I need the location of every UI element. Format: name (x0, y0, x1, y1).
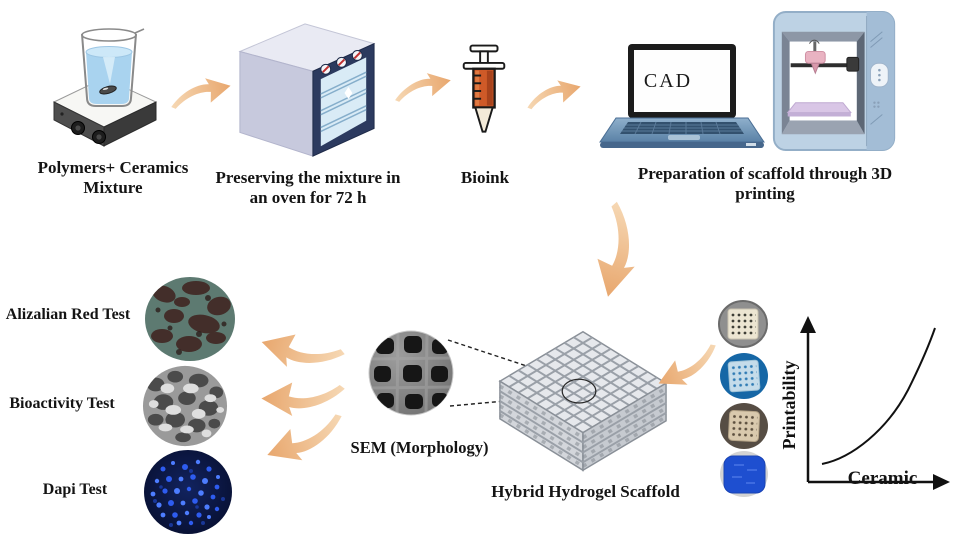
test-label-dapi: Dapi Test (42, 481, 108, 498)
magnifier-ellipse (561, 378, 597, 404)
test-label-alizarin: Alizalian Red Test (5, 306, 131, 323)
oven-knobs-icon (320, 50, 363, 75)
beaker-icon (81, 28, 145, 107)
printer-icon (772, 11, 896, 151)
flow-arrow-3-icon (520, 68, 587, 120)
sem-label: SEM (Morphology) (350, 438, 489, 457)
oven-icon (238, 23, 376, 157)
scaffold-photo-2 (720, 353, 768, 399)
test-image-dapi (144, 450, 232, 534)
test-image-bioactivity (142, 365, 228, 447)
sem-image (368, 330, 454, 416)
printability-graph (800, 316, 950, 490)
test-label-bioactivity: Bioactivity Test (9, 395, 115, 412)
scaffold-label: Hybrid Hydrogel Scaffold (491, 482, 680, 501)
scaffold-illustration (498, 330, 668, 472)
laptop-icon (599, 44, 765, 148)
flow-arrow-1-icon (165, 67, 237, 120)
syringe-icon (462, 44, 506, 133)
cad-screen-label: CAD (643, 70, 693, 92)
printability-curve (821, 327, 936, 465)
printability-axis-label: Printability (779, 360, 799, 450)
test-image-alizarin (145, 277, 235, 361)
scaffold-photo-1 (718, 300, 768, 348)
ceramic-axis-label: Ceramic (847, 468, 918, 489)
magnetic-stirrer-icon (52, 28, 158, 147)
flow-arrow-2-icon (389, 61, 457, 113)
flow-arrow-down-icon (577, 196, 656, 307)
scaffold-photo-4 (720, 451, 768, 497)
step3-label: Bioink (460, 168, 510, 187)
scaffold-photo-3 (720, 403, 768, 449)
